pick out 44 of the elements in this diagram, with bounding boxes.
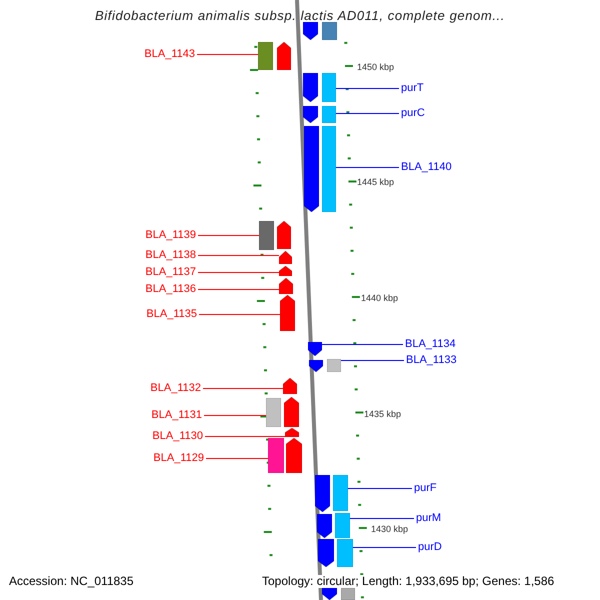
leader-line [336,167,400,168]
scale-label: 1450 kbp [357,61,394,74]
gene-label: purF [414,482,437,494]
leader-line [206,458,268,459]
leader-line [198,289,280,290]
gene-label: BLA_1134 [405,338,456,350]
gene-label: BLA_1136 [145,282,196,296]
leader-line [204,436,286,437]
gene-label: BLA_1131 [151,408,202,422]
gene-label: purM [416,512,442,524]
gene-label: BLA_1132 [150,382,201,394]
leader-line [202,388,284,389]
gene-label: BLA_1133 [406,354,457,366]
genome-info-text: Topology: circular; Length: 1,933,695 bp; Genes: 1,586 [262,575,554,588]
leader-line [350,518,414,519]
leader-line [322,344,404,345]
gene-label: purT [401,82,424,94]
leader-line [340,360,404,361]
gene-label: BLA_1135 [146,308,197,320]
leader-line [336,88,400,89]
gene-label: purD [418,540,442,554]
scale-label: 1430 kbp [371,523,408,536]
leader-line [336,113,400,114]
accession-text: Accession: NC_011835 [9,575,134,588]
leader-line [196,54,258,55]
scale-label: 1440 kbp [361,292,398,305]
gene-label: BLA_1130 [152,430,203,442]
leader-line [198,272,280,273]
leader-line [352,547,416,548]
scale-label: 1445 kbp [357,176,394,189]
gene-label: BLA_1140 [401,160,452,174]
scale-label: 1435 kbp [364,408,402,421]
gene-label: BLA_1143 [144,48,195,60]
leader-line [198,235,260,236]
gene-label: BLA_1138 [145,248,196,262]
leader-line [348,488,412,489]
leader-line [198,255,280,256]
leader-line [204,415,266,416]
gene-label: BLA_1129 [153,452,204,464]
gene-label: BLA_1139 [145,228,196,242]
leader-line [198,314,280,315]
gene-label: purC [401,106,425,120]
gene-label: BLA_1137 [145,266,196,278]
title: Bifidobacterium animalis subsp. lactis AD011, complete genom... [94,9,506,22]
